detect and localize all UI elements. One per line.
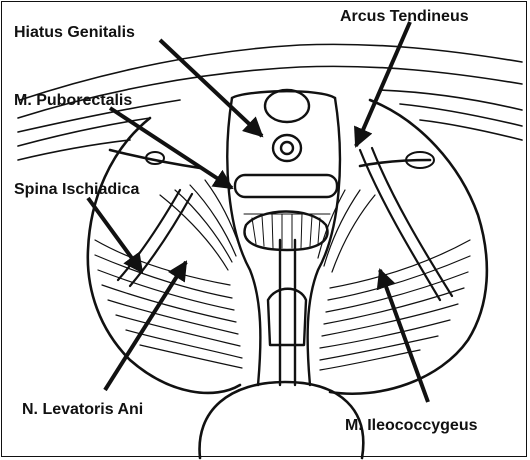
label-m-ileococcygeus: M. Ileococcygeus [345, 417, 478, 434]
callout-arrows [88, 22, 428, 402]
pelvic-outline [88, 100, 487, 394]
label-spina-ischiadica: Spina Ischiadica [14, 181, 139, 198]
arrow-arcus-tendineus [356, 22, 410, 146]
label-n-levatoris-ani: N. Levatoris Ani [22, 401, 143, 418]
label-m-puborectalis: M. Puborectalis [14, 92, 132, 109]
arrow-spina-ischiadica [88, 198, 142, 272]
arrow-m-ileococcygeus [380, 270, 428, 402]
label-arcus-tendineus: Arcus Tendineus [340, 8, 469, 25]
arrow-m-puborectalis [110, 108, 232, 188]
label-hiatus-genitalis: Hiatus Genitalis [14, 24, 135, 41]
central-hiatus [227, 90, 340, 385]
right-levator-fibers [318, 190, 470, 370]
arcus-tendineus-bands [118, 148, 452, 300]
